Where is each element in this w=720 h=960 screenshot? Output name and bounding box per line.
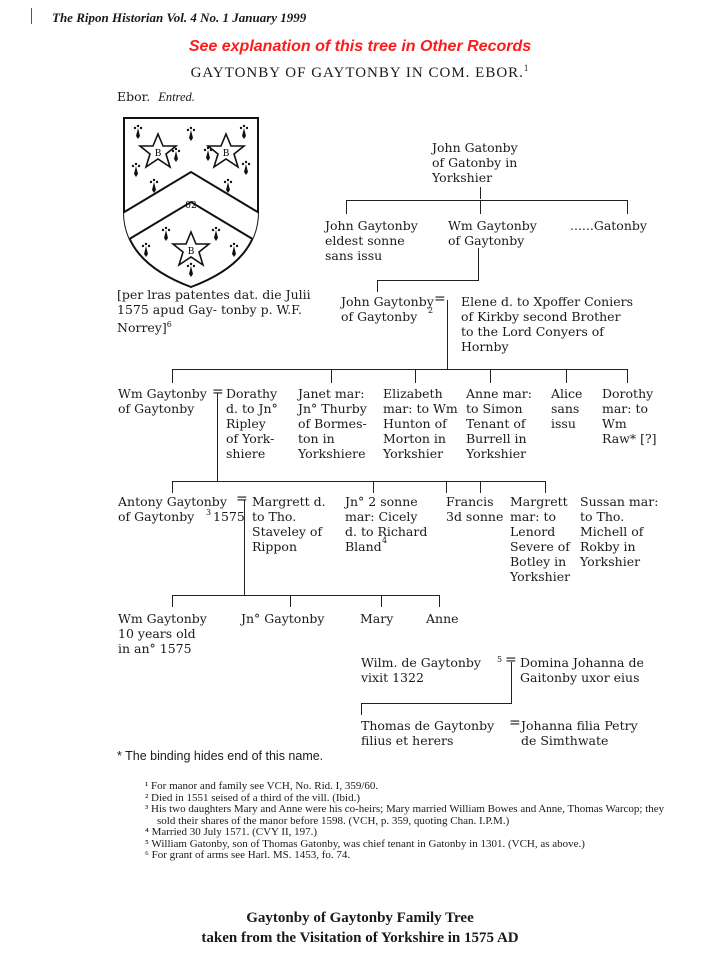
grant-note: [per lras patentes dat. die Julii 1575 a… [117,287,322,335]
entred-text: Entred. [158,90,195,104]
line [545,481,547,493]
person-janet: Janet mar: Jn° Thurby of Bormes- ton in … [298,386,367,461]
sibling-line [172,481,546,483]
line [511,662,513,704]
person-anne-1: Anne mar: to Simon Tenant of Burrell in … [466,386,532,461]
line [490,369,492,383]
sibling-line [172,369,628,371]
person-margrett-1: Margrett d. to Tho. Staveley of Rippon [252,494,326,554]
person-wm-gaytonby-4: Wm Gaytonby 10 years old in an° 1575 [118,611,207,656]
charge-letter-left: B [155,149,162,159]
footnote-6: ⁶ For grant of arms see Harl. MS. 1453, … [145,849,351,861]
line [217,393,219,481]
line [377,280,479,282]
person-thomas: Thomas de Gaytonby filius et herers [361,718,495,748]
margin-bar [31,8,32,24]
line [290,595,292,607]
title-text: GAYTONBY OF GAYTONBY IN COM. EBOR. [190,65,524,81]
line [439,595,441,607]
charge-letter-base: B [188,247,195,257]
footnote-4: ⁴ Married 30 July 1571. (CVY II, 197.) [145,826,318,838]
person-elizabeth: Elizabeth mar: to Wm Hunton of Morton in… [383,386,458,461]
line [373,481,375,493]
charge-letter-right: B [223,149,230,159]
ebor-text: Ebor. [117,89,151,104]
john-2-footnote-ref: 2 [428,306,434,315]
antony-name: Antony Gaytonby of Gaytonby [118,494,227,524]
caption-line-2: taken from the Visitation of Yorkshire i… [201,930,519,946]
person-margrett-2: Margrett mar: to Lenord Severe of Botley… [510,494,571,584]
line [381,595,383,607]
person-john-eldest: John Gaytonby eldest sonne sans issu [325,218,418,263]
person-gatonby-unknown: ......Gatonby [570,218,647,233]
footnote-1: ¹ For manor and family see VCH, No. Rid.… [145,780,379,792]
sibling-line [346,200,628,202]
explanation-link[interactable]: See explanation of this tree in Other Re… [188,38,532,55]
person-wm-gaytonby-3: Wm Gaytonby of Gaytonby [118,386,207,416]
person-dorothy: Dorothy mar: to Wm Raw* [?] [602,386,657,446]
person-john-gatonby: John Gatonby of Gatonby in Yorkshier [432,140,518,185]
line [480,200,482,214]
person-alice: Alice sans issu [551,386,583,431]
person-mary: Mary [360,611,394,626]
line [172,481,174,493]
line [480,187,482,199]
line [480,481,482,493]
ebor-label: Ebor. Entred. [117,89,195,105]
person-jno-2: Jn° 2 sonne mar: Cicely d. to Richard Bl… [345,494,428,554]
marriage-sign: = [212,384,224,400]
footnote-5: ⁵ William Gatonby, son of Thomas Gatonby… [145,837,585,850]
line [447,300,449,370]
grant-footnote-ref: 6 [166,320,172,329]
coat-of-arms-icon: B B B 02 [123,117,259,289]
page-title: GAYTONBY OF GAYTONBY IN COM. EBOR.1 [0,63,720,82]
caption-line-1: Gaytonby of Gaytonby Family Tree [246,910,474,926]
footnotes: ¹ For manor and family see VCH, No. Rid.… [145,780,665,862]
line [361,703,512,705]
person-wilm: Wilm. de Gaytonby vixit 1322 [361,655,481,685]
footnote-2: ² Died in 1551 seised of a third of the … [145,791,361,804]
person-wm-gaytonby-1: Wm Gaytonby of Gaytonby [448,218,537,248]
line [627,200,629,214]
person-domina-johanna: Domina Johanna de Gaitonby uxor eius [520,655,644,685]
journal-header: The Ripon Historian Vol. 4 No. 1 January… [52,10,307,25]
sibling-line [172,595,440,597]
marriage-sign: = [434,291,446,307]
grant-text: [per lras patentes dat. die Julii 1575 a… [117,287,311,336]
antony-footnote-ref: 3 [206,508,212,517]
line [244,500,246,595]
person-jno-gaytonby: Jn° Gaytonby [241,611,325,626]
wilm-footnote-ref: 5 [497,655,503,664]
jno-2-footnote-ref: 4 [382,536,388,545]
person-francis: Francis 3d sonne [446,494,504,524]
marriage-sign: = [505,652,517,668]
line [377,280,379,292]
line [172,369,174,383]
line [346,200,348,214]
person-anne-2: Anne [426,611,459,626]
chevron-text: 02 [185,201,196,211]
line [415,369,417,383]
binding-note: * The binding hides end of this name. [117,749,324,763]
antony-year: 1575 [213,509,245,524]
john-2-name: John Gaytonby of Gaytonby [341,294,434,324]
person-johanna-petry: Johanna filia Petry de Simthwate [521,718,638,748]
title-footnote-ref: 1 [523,63,530,73]
person-dorathy: Dorathy d. to Jn° Ripley of York- shiere [226,386,278,461]
line [478,248,480,280]
line [331,369,333,383]
person-sussan: Sussan mar: to Tho. Michell of Rokby in … [580,494,659,569]
line [361,703,363,715]
marriage-sign: = [509,715,521,731]
marriage-sign: = [236,491,248,507]
line [172,595,174,607]
line [446,481,448,493]
person-john-gaytonby-2: John Gaytonby of Gaytonby [341,294,434,324]
person-antony: Antony Gaytonby of Gaytonby [118,494,227,524]
footnote-3: ³ His two daughters Mary and Anne were h… [145,803,665,827]
person-elene: Elene d. to Xpoffer Coniers of Kirkby se… [461,294,633,354]
line [627,369,629,383]
line [566,369,568,383]
